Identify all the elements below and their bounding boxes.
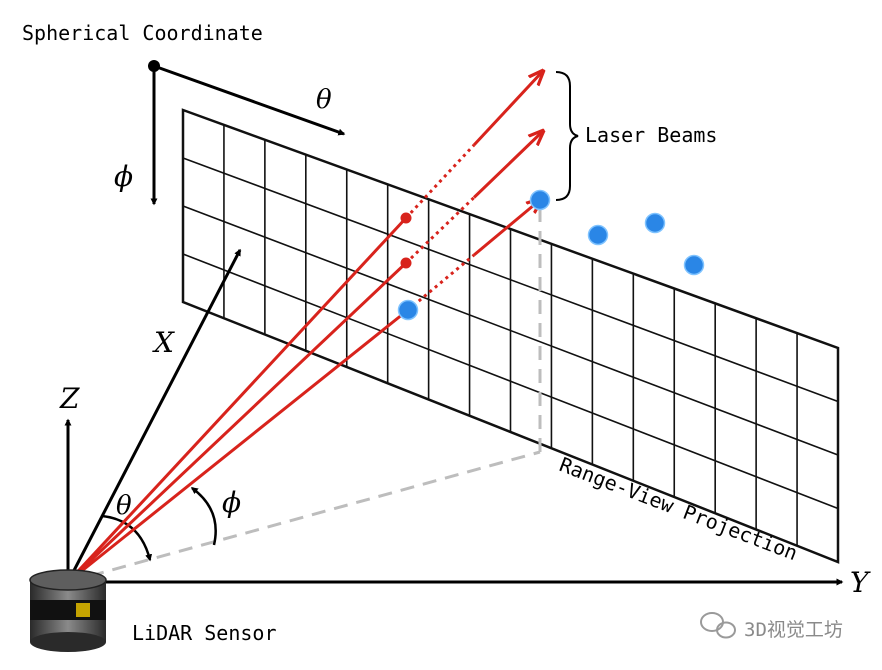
wechat-icon: [700, 612, 736, 639]
point-markers: [397, 189, 705, 321]
axis-y-label: Y: [850, 566, 871, 599]
range-view-projection-label: Range-View Projection: [556, 452, 801, 565]
laser-beams-label: Laser Beams: [585, 123, 717, 147]
theta-direction-label: θ: [316, 85, 332, 115]
phi-direction-label: ϕ: [114, 160, 133, 193]
x-axis: [66, 248, 242, 583]
blue-point: [683, 254, 705, 276]
grid-row-line: [182, 157, 839, 403]
laser-beam-line: [66, 261, 408, 584]
axis-x-label: X: [152, 326, 175, 359]
theta-direction-arrow: [153, 64, 346, 136]
blue-point: [644, 212, 666, 234]
blue-point: [529, 189, 551, 211]
watermark: 3D视觉工坊: [700, 612, 843, 641]
laser-beam-line: [67, 308, 409, 584]
laser-beam-dotted-segment: [404, 196, 476, 265]
laser-beams-brace: [555, 71, 579, 201]
laser-beam-arrow: [473, 200, 540, 257]
grid-border: [181, 108, 840, 564]
axis-z-label: Z: [59, 382, 80, 415]
phi-arc: [190, 486, 217, 546]
range-view-grid: [181, 108, 840, 564]
laser-beam-arrow: [472, 132, 542, 199]
red-hit-point: [400, 212, 412, 224]
grid-row-line: [182, 253, 839, 510]
red-hit-point: [400, 257, 412, 269]
blue-point: [397, 299, 419, 321]
spherical-coordinate-label: Spherical Coordinate: [22, 21, 263, 45]
grid-row-line: [182, 205, 839, 456]
laser-beam-dotted-segment: [407, 253, 475, 312]
blue-point: [587, 224, 609, 246]
cartesian-axes: [64, 248, 844, 586]
phi-angle-label: ϕ: [222, 486, 241, 519]
lidar-sensor-label: LiDAR Sensor: [132, 621, 277, 645]
laser-beam-dotted-segment: [404, 143, 476, 220]
watermark-text: 3D视觉工坊: [744, 619, 843, 641]
laser-beam-arrow: [472, 72, 542, 147]
theta-angle-label: θ: [116, 491, 132, 521]
laser-beam-line: [66, 216, 408, 584]
laser-beams: [66, 72, 542, 584]
lidar-sensor-icon: [29, 569, 107, 652]
spherical-coordinate-axes: [148, 60, 346, 206]
